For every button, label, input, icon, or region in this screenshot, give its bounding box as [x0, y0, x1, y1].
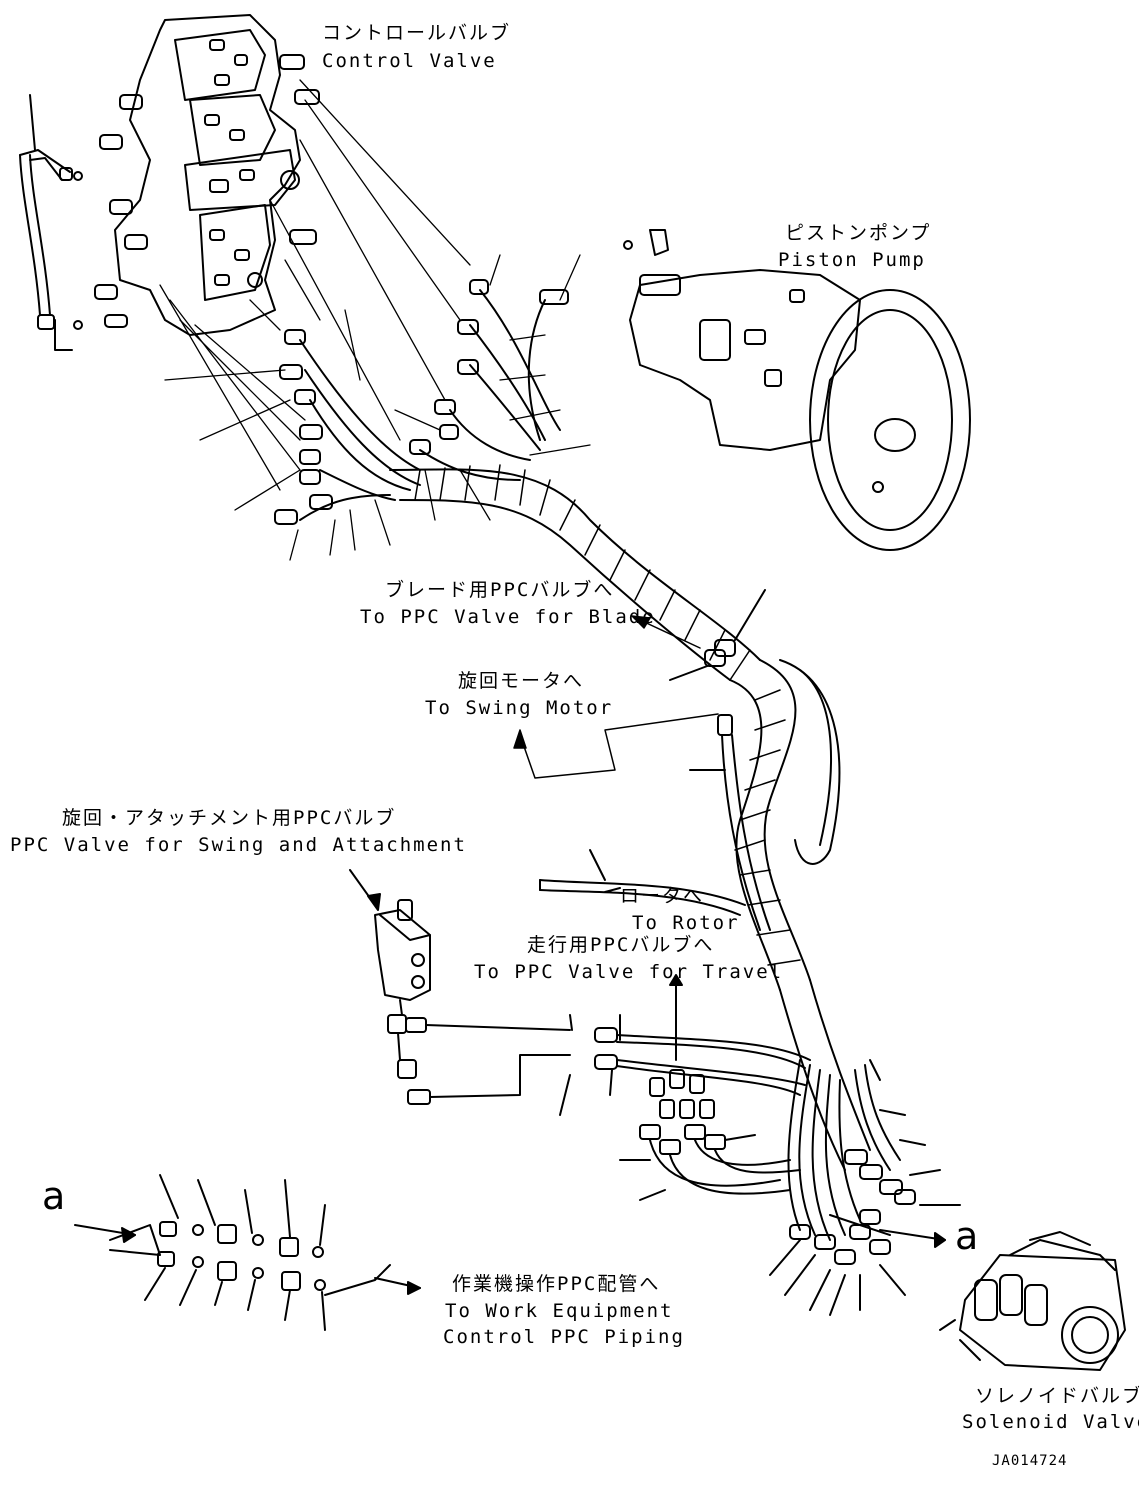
rotor-label-en: To Rotor [632, 912, 740, 934]
travel-ppc-hoses [594, 974, 811, 1201]
piston-pump-label-en: Piston Pump [778, 249, 926, 271]
solenoid-valve [939, 1231, 1126, 1371]
work-equipment-label-ja: 作業機操作PPC配管へ [452, 1273, 661, 1295]
travel-ppc-label-en: To PPC Valve for Travel [474, 961, 784, 983]
leader-lines [159, 79, 591, 561]
swing-motor-label-en: To Swing Motor [425, 697, 614, 719]
solenoid-label-en: Solenoid Valve [962, 1411, 1139, 1433]
work-equipment-label-en2: Control PPC Piping [443, 1326, 685, 1348]
left-return-hose [19, 94, 83, 351]
blade-arrow [631, 615, 701, 649]
lower-hose-bundle [769, 979, 961, 1316]
control-valve-assembly [94, 14, 320, 336]
main-hose-bundle [299, 289, 841, 991]
upper-fittings [274, 279, 569, 525]
swing-attachment-ppc-label-en: PPC Valve for Swing and Attachment [10, 834, 467, 856]
solenoid-label-ja: ソレノイドバルブ [975, 1385, 1139, 1407]
view-mark-a-left: a [42, 1174, 66, 1218]
ppc-valve-swing-attachment [349, 869, 573, 1116]
piston-pump-label-ja: ピストンポンプ [785, 222, 932, 244]
control-valve-label-en: Control Valve [322, 50, 497, 72]
view-mark-a-right: a [955, 1214, 979, 1258]
swing-motor-hose [689, 714, 771, 931]
drawing-code: JA014724 [992, 1453, 1068, 1469]
swing-motor-label-ja: 旋回モータへ [458, 670, 585, 692]
swing-attachment-ppc-label-ja: 旋回・アタッチメント用PPCバルブ [62, 807, 397, 829]
rotor-hose [539, 849, 746, 916]
work-equipment-label-en1: To Work Equipment [445, 1300, 674, 1322]
rotor-label-ja: ロータへ [620, 885, 705, 907]
swing-motor-arrow [513, 713, 719, 779]
piston-pump [623, 229, 971, 551]
blade-ppc-label-en: To PPC Valve for Blade [360, 606, 656, 628]
travel-ppc-label-ja: 走行用PPCバルブへ [527, 934, 715, 956]
blade-ppc-label-ja: ブレード用PPCバルブへ [385, 579, 615, 601]
view-a-fittings [74, 1174, 421, 1331]
control-valve-label-ja: コントロールバルブ [322, 22, 512, 44]
